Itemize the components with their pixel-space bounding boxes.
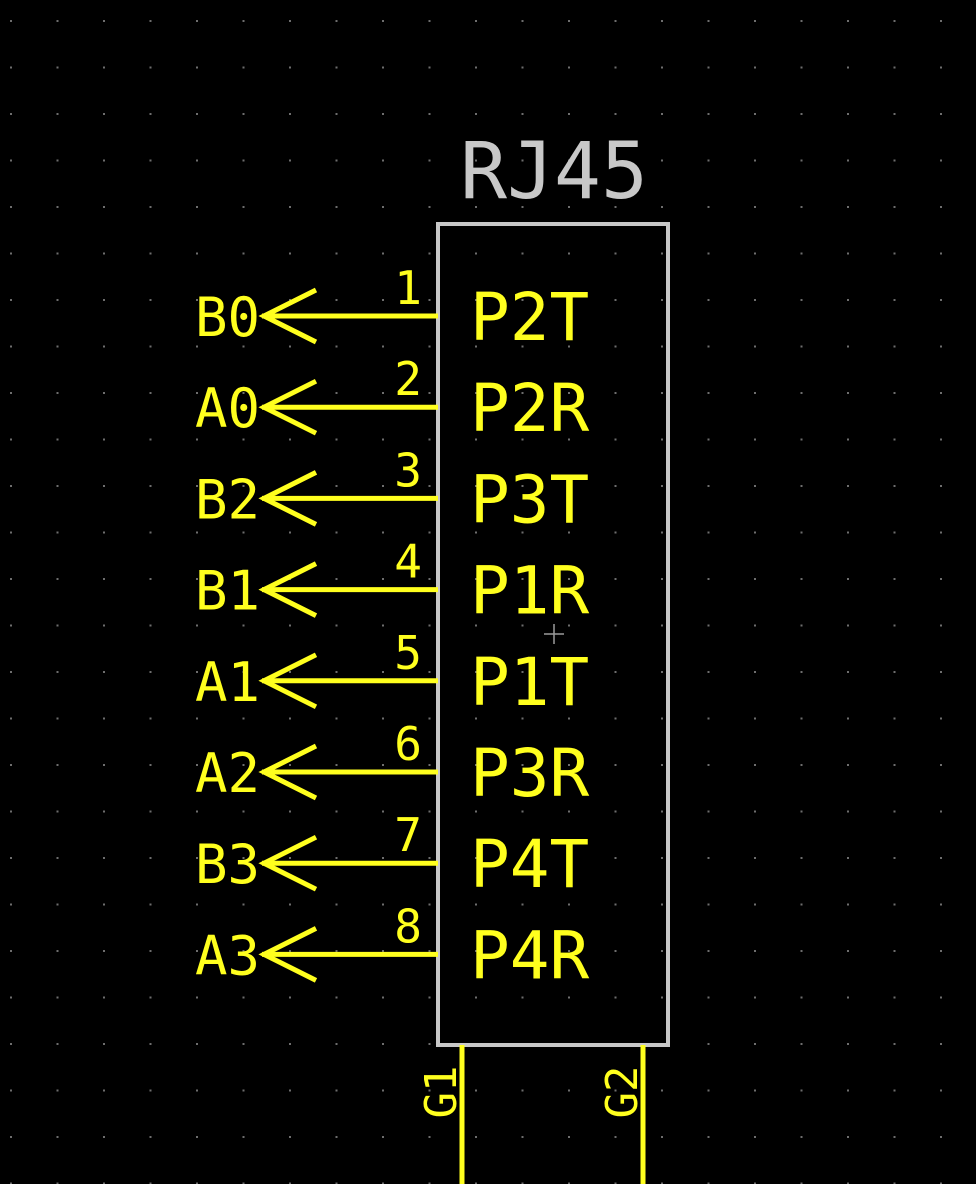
- net-label[interactable]: B1: [195, 560, 260, 623]
- pin-number: 2: [394, 352, 422, 406]
- pin-label: G1: [416, 1066, 467, 1119]
- grid-dots: [10, 20, 942, 1184]
- rj45-symbol[interactable]: RJ45: [436, 127, 670, 1047]
- net-label[interactable]: B0: [195, 286, 260, 349]
- arrow-left-icon: [258, 926, 318, 983]
- pin-name: P2T: [470, 279, 589, 356]
- pin-name: P3R: [470, 735, 589, 812]
- net-label[interactable]: A1: [195, 651, 260, 714]
- pin-2[interactable]: 2 P2R A0: [195, 352, 590, 447]
- pin-name: P1T: [470, 644, 589, 721]
- pin-3[interactable]: 3 P3T B2: [195, 443, 589, 538]
- bottom-pin-1[interactable]: G1: [416, 1045, 467, 1184]
- pin-8[interactable]: 8 P4R A3: [195, 899, 590, 994]
- arrow-left-icon: [258, 743, 318, 801]
- net-label[interactable]: A2: [195, 742, 260, 805]
- arrow-left-icon: [258, 561, 318, 618]
- arrow-left-icon: [258, 834, 318, 892]
- net-label[interactable]: A0: [195, 377, 260, 440]
- pin-name: P3T: [470, 461, 589, 538]
- pin-number: 7: [394, 808, 422, 862]
- pin-number: 5: [394, 626, 422, 680]
- pin-name: P1R: [470, 553, 589, 630]
- arrow-left-icon: [258, 287, 318, 345]
- pin-6[interactable]: 6 P3R A2: [195, 717, 590, 812]
- component-name[interactable]: RJ45: [460, 127, 648, 217]
- pin-name: P4T: [470, 826, 589, 903]
- pin-4[interactable]: 4 P1R B1: [195, 535, 590, 630]
- pin-label: G2: [597, 1066, 648, 1119]
- pin-1[interactable]: 1 P2T B0: [195, 261, 589, 356]
- pin-number: 1: [394, 261, 422, 315]
- pin-number: 8: [394, 899, 422, 953]
- pin-7[interactable]: 7 P4T B3: [195, 808, 589, 903]
- pin-number: 6: [394, 717, 422, 771]
- pin-list: 1 P2T B0 2 P2R A0 3 P3T B2 4 P1R B1 5 P1T A1 6 P3R A2 7 P4T…: [195, 261, 590, 994]
- net-label[interactable]: A3: [195, 924, 260, 987]
- pin-number: 4: [394, 535, 422, 589]
- arrow-left-icon: [258, 378, 318, 436]
- net-label[interactable]: B2: [195, 468, 260, 531]
- net-label[interactable]: B3: [195, 833, 260, 896]
- arrow-left-icon: [258, 470, 318, 527]
- bottom-pin-list: G1 G2: [416, 1045, 648, 1184]
- crosshair-cursor-icon: [544, 624, 564, 644]
- component-body[interactable]: [436, 222, 670, 1047]
- bottom-pin-2[interactable]: G2: [597, 1045, 648, 1184]
- pin-5[interactable]: 5 P1T A1: [195, 626, 589, 721]
- arrow-left-icon: [258, 652, 318, 710]
- pin-name: P2R: [470, 370, 589, 447]
- pin-name: P4R: [470, 917, 589, 994]
- pin-number: 3: [394, 443, 422, 497]
